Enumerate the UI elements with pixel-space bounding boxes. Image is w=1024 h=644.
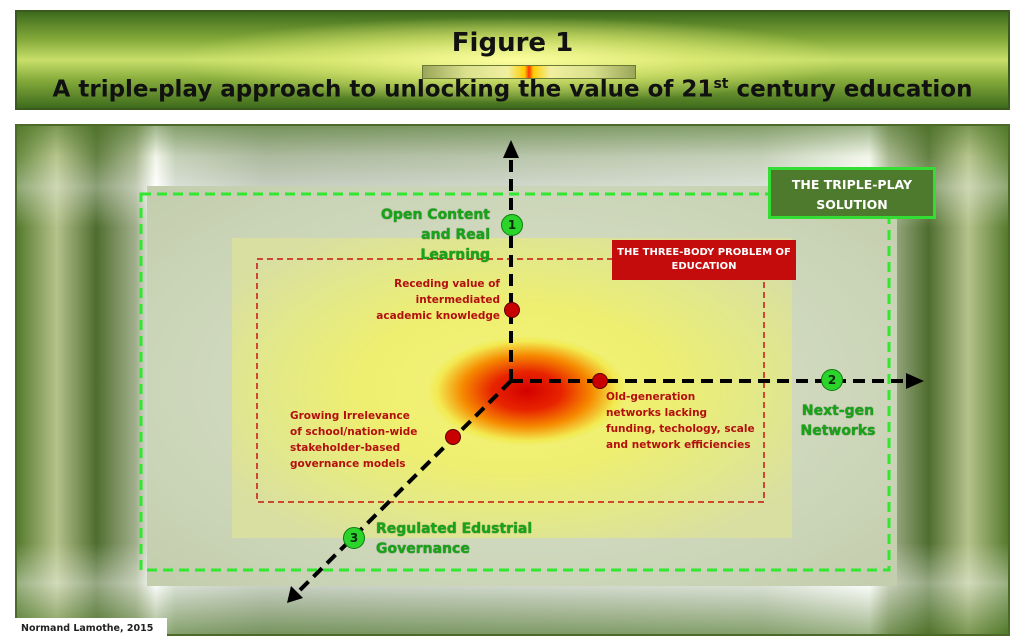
problem-1-label: Receding value of intermediated academic… xyxy=(355,276,500,324)
problem-2-line4: and network efficiencies xyxy=(606,439,751,451)
figure-title: Figure 1 xyxy=(451,28,574,58)
axis-1-arrowhead xyxy=(503,140,519,158)
problem-3-label: Growing Irrelevance of school/nation-wid… xyxy=(290,408,440,472)
subtitle-end: century education xyxy=(728,76,973,103)
banner-stripe xyxy=(422,65,636,79)
solution-label-box: THE TRIPLE-PLAY SOLUTION xyxy=(768,167,936,219)
problem-point-2 xyxy=(592,373,608,389)
problem-1-line3: academic knowledge xyxy=(376,310,500,322)
problem-1-line1: Receding value of xyxy=(394,278,500,290)
problem-2-label: Old-generation networks lacking funding,… xyxy=(606,389,766,453)
axis-1-label-line1: Open Content xyxy=(381,207,490,223)
axis-1-label-line2: and Real Learning xyxy=(420,227,490,263)
solution-frame xyxy=(139,192,891,572)
axis-2-arrowhead xyxy=(906,373,924,389)
problem-point-3 xyxy=(445,429,461,445)
subtitle-superscript: st xyxy=(713,76,729,92)
problem-3-line4: governance models xyxy=(290,458,406,470)
axis-1-label: Open Content and Real Learning xyxy=(365,205,490,265)
problem-2-line3: funding, techology, scale xyxy=(606,423,755,435)
axis-3-line xyxy=(296,379,513,594)
axis-2-label-line2: Networks xyxy=(800,423,876,439)
banner-glow xyxy=(17,12,1008,108)
problem-hotspot xyxy=(427,336,627,446)
axis-3-label: Regulated Edustrial Governance xyxy=(376,519,546,559)
problem-2-line2: networks lacking xyxy=(606,407,708,419)
axis-2-label-line1: Next-gen xyxy=(801,403,875,419)
problem-label-box: THE THREE-BODY PROBLEM OF EDUCATION xyxy=(612,240,796,280)
problem-1-line2: intermediated xyxy=(415,294,500,306)
problem-3-line2: of school/nation-wide xyxy=(290,426,418,438)
axis-2-number: 2 xyxy=(821,369,843,391)
problem-3-line3: stakeholder-based xyxy=(290,442,401,454)
title-banner: Figure 1 A triple-play approach to unloc… xyxy=(15,10,1010,110)
author-credit: Normand Lamothe, 2015 xyxy=(15,618,167,640)
problem-3-line1: Growing Irrelevance xyxy=(290,410,410,422)
problem-2-line1: Old-generation xyxy=(606,391,696,403)
axis-3-label-line1: Regulated Edustrial xyxy=(376,521,533,537)
axis-3-label-line2: Governance xyxy=(376,541,470,557)
axis-2-label: Next-gen Networks xyxy=(788,401,888,441)
subtitle-main: A triple-play approach to unlocking the … xyxy=(52,76,714,103)
axis-1-number: 1 xyxy=(501,214,523,236)
axis-3-number: 3 xyxy=(343,527,365,549)
figure-subtitle: A triple-play approach to unlocking the … xyxy=(17,76,1008,103)
axis-3-arrowhead xyxy=(287,586,303,603)
problem-point-1 xyxy=(504,302,520,318)
